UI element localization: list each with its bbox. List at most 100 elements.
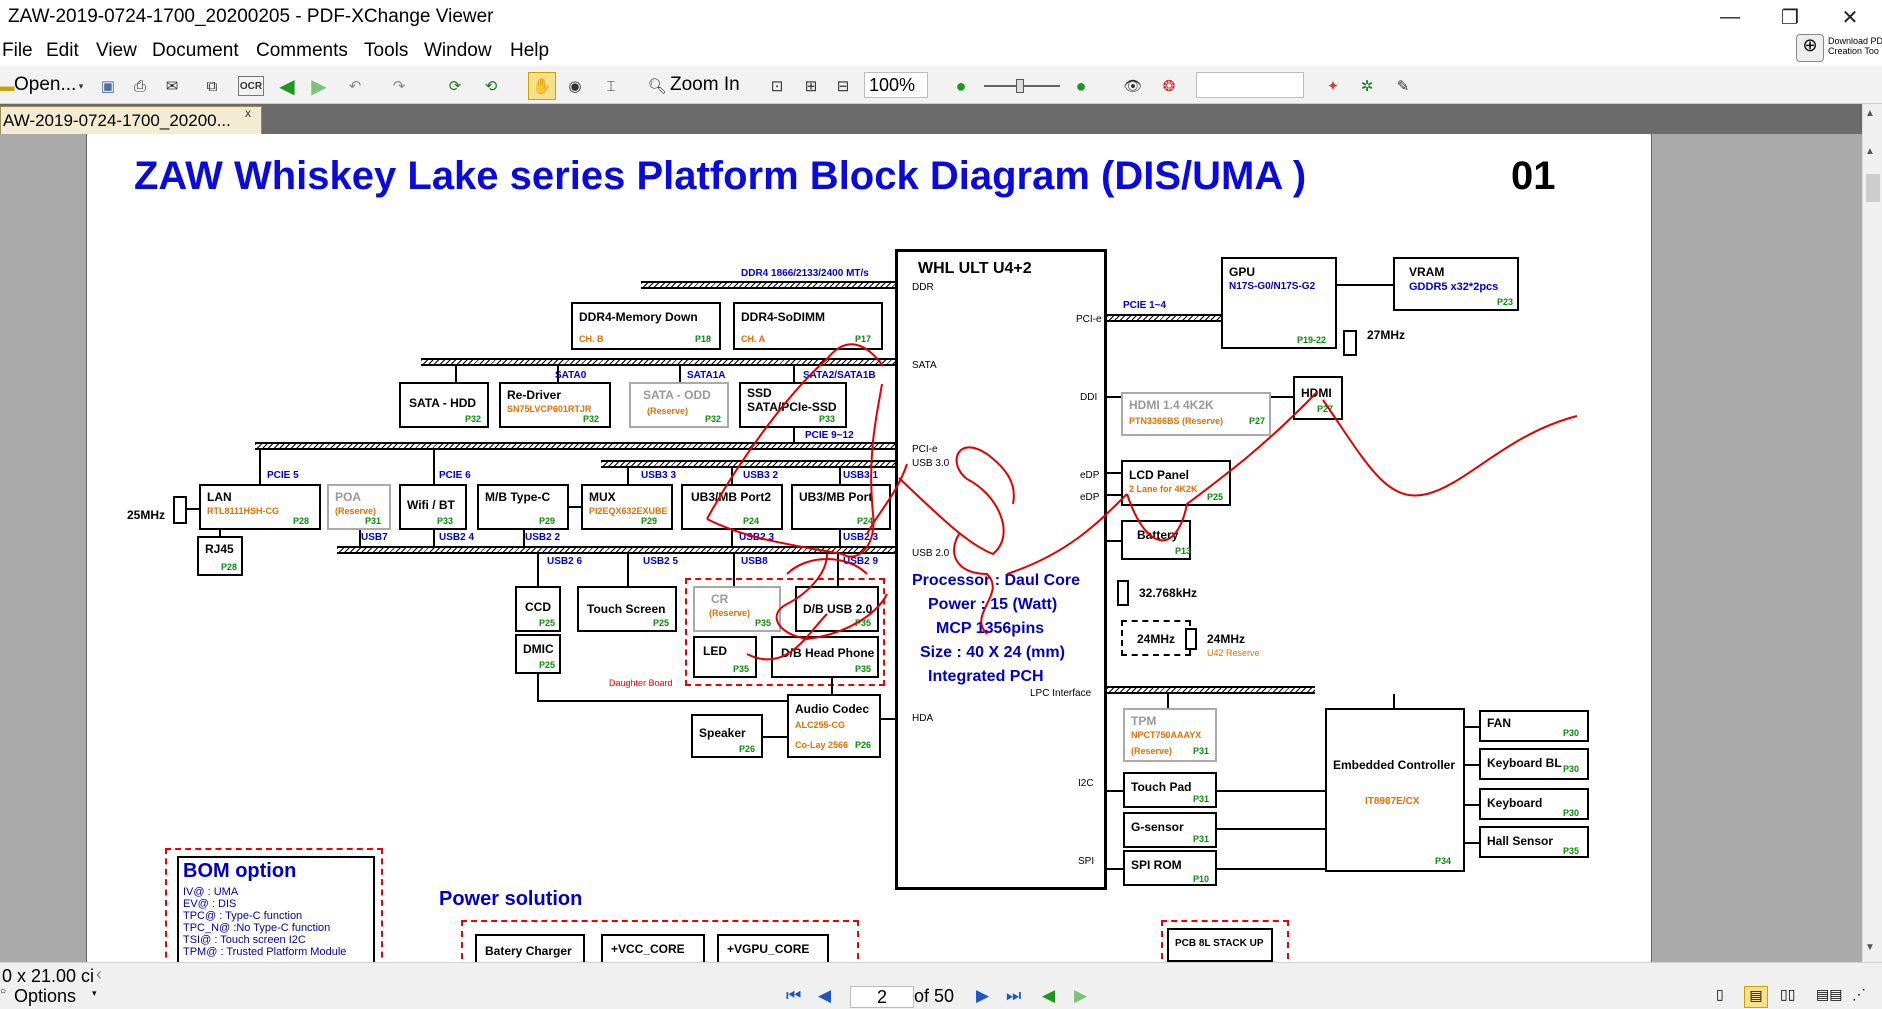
print-icon[interactable]: ⎙ (133, 77, 146, 95)
tab-close-button[interactable]: x (245, 106, 251, 120)
block-redriver: Re-Driver SN75LVCP601RTJR P32 (499, 382, 611, 428)
page-number-input[interactable]: 2 (850, 986, 914, 1008)
select-text-icon[interactable]: ⌶ (606, 77, 616, 95)
refresh-icon[interactable]: ⟲ (484, 78, 498, 95)
menu-file[interactable]: File (2, 40, 33, 61)
close-window-button[interactable]: ✕ (1820, 0, 1880, 34)
open-dropdown-icon[interactable]: ▾ (78, 80, 84, 91)
ocr-button[interactable]: OCR (238, 76, 264, 96)
forward-icon[interactable]: ▶ (311, 75, 327, 98)
bus-label-usb3-1: USB3 1 (843, 470, 879, 481)
options-dropdown-icon[interactable]: ▾ (92, 988, 97, 998)
block-keyboard-bl: Keyboard BL P30 (1479, 748, 1589, 780)
bus-label-usb23: USB2 3 (739, 532, 775, 543)
line-ssd (793, 366, 795, 382)
open-folder-icon[interactable]: ▬ (0, 77, 15, 95)
vertical-scrollbar[interactable]: ▲ ▲ ▼ (1862, 104, 1882, 966)
back-icon[interactable]: ◀ (279, 75, 295, 98)
bus-label-usb2-3b: USB2 3 (843, 532, 879, 543)
single-page-icon[interactable]: ▯ (1716, 986, 1724, 1002)
redo-icon[interactable]: ↷ (392, 78, 406, 95)
download-creation-icon[interactable]: ⊕ (1796, 34, 1824, 62)
zoom-out-icon[interactable]: ● (955, 75, 967, 96)
find-input[interactable] (1196, 72, 1304, 98)
block-ec-name: Embedded Controller (1333, 758, 1456, 772)
scan-icon[interactable]: ⧉ (206, 77, 218, 95)
fit-page-icon[interactable]: ⊞ (804, 78, 818, 95)
block-db-headphone-page: P35 (855, 664, 872, 674)
facing-page-icon[interactable]: ▯▯ (1780, 986, 1796, 1002)
restore-button[interactable]: ❐ (1760, 0, 1820, 34)
block-hdmi: HDMI P27 (1293, 376, 1343, 420)
fit-width-icon[interactable]: ⊟ (836, 78, 850, 95)
prev-page-icon[interactable]: ◀ (818, 986, 832, 1005)
menu-comments[interactable]: Comments (256, 40, 348, 61)
zoom-slider-thumb[interactable] (1016, 79, 1024, 93)
menu-window[interactable]: Window (424, 40, 492, 61)
resize-grip-icon[interactable]: ⋰ (1852, 986, 1866, 1002)
undo-icon[interactable]: ↶ (348, 78, 362, 95)
bom-line-1: IV@ : UMA (183, 886, 239, 898)
download-creation-label[interactable]: Download PD Creation Too (1828, 36, 1882, 56)
save-icon[interactable]: ▣ (100, 78, 116, 95)
menu-tools[interactable]: Tools (364, 40, 409, 61)
search-options-icon[interactable]: ✲ (1360, 78, 1374, 95)
zoom-plus-icon[interactable]: ● (1075, 75, 1087, 96)
customize-icon[interactable]: ✎ (1396, 78, 1410, 95)
main-toolbar: ▬ Open... ▾ ▣ ⎙ ✉ ⧉ OCR ◀ ▶ ↶ ↷ ⟳ ⟲ ✋ ◉ … (0, 66, 1882, 104)
block-mux: MUX PI2EQX632EXUBE P29 (581, 484, 673, 530)
find-tool-icon[interactable]: ✦ (1326, 78, 1340, 95)
stamp-icon[interactable]: ❂ (1162, 78, 1176, 95)
menu-edit[interactable]: Edit (46, 40, 79, 61)
actual-size-icon[interactable]: ⊡ (770, 78, 784, 95)
block-gpu-sub: N17S-G0/N17S-G2 (1229, 281, 1316, 292)
block-dmic: DMIC P25 (515, 634, 561, 674)
comment-tools-icon[interactable]: 👁︎ (1123, 78, 1143, 95)
menu-document[interactable]: Document (152, 40, 239, 61)
menu-help[interactable]: Help (510, 40, 550, 61)
continuous-page-icon[interactable]: ▤ (1744, 986, 1768, 1008)
first-page-icon[interactable]: ⏮ (786, 986, 802, 1005)
rotate-icon[interactable]: ⟳ (448, 78, 462, 95)
scroll-up-icon[interactable]: ▲ (1865, 108, 1875, 119)
bus-label-pcie14: PCIE 1~4 (1123, 300, 1167, 311)
title-bar: ZAW-2019-0724-1700_20200205 - PDF-XChang… (0, 0, 1882, 34)
options-icon[interactable]: ○ (0, 986, 7, 997)
continuous-facing-icon[interactable]: ▤▤ (1816, 986, 1843, 1002)
scroll-up-icon-2[interactable]: ▲ (1865, 146, 1875, 157)
next-page-icon[interactable]: ▶ (976, 986, 990, 1005)
block-mux-page: P29 (641, 516, 658, 526)
zoom-value-input[interactable]: 100% (864, 72, 928, 98)
navigation-bar: ○ Options ▾ ⏮ ◀ 2 of 50 ▶ ⏭ ◀ ▶ ▯ ▤ ▯▯ ▤… (0, 986, 1882, 1009)
nav-forward-icon[interactable]: ▶ (1074, 986, 1088, 1005)
minimize-button[interactable]: — (1700, 0, 1760, 34)
block-led-page: P35 (733, 664, 750, 674)
options-button[interactable]: Options (14, 986, 77, 1006)
snapshot-icon[interactable]: ◉ (568, 78, 582, 95)
open-button[interactable]: Open... (14, 74, 77, 95)
page-total-label: of 50 (914, 986, 955, 1006)
block-audio-codec-sub: ALC255-CG (795, 720, 846, 730)
line-sata-hdd (455, 366, 457, 382)
block-sata-hdd-name: SATA - HDD (409, 396, 477, 410)
zoom-in-icon[interactable]: 🔍︎ (647, 78, 667, 95)
block-speaker-page: P26 (739, 744, 756, 754)
last-page-icon[interactable]: ⏭ (1006, 986, 1022, 1005)
scroll-down-icon[interactable]: ▼ (1865, 942, 1875, 953)
block-fan-page: P30 (1563, 728, 1580, 738)
hscroll-left-icon[interactable]: ‹ (96, 964, 102, 984)
block-hall-sensor-page: P35 (1563, 846, 1580, 856)
nav-back-icon[interactable]: ◀ (1042, 986, 1056, 1005)
menu-view[interactable]: View (96, 40, 137, 61)
zoom-in-button[interactable]: Zoom In (670, 74, 740, 95)
block-vram-sub: GDDR5 x32*2pcs (1409, 281, 1499, 293)
document-tab[interactable]: AW-2019-0724-1700_20200... x (0, 106, 262, 134)
email-icon[interactable]: ✉ (165, 78, 179, 95)
line-ec-lpc (1393, 694, 1395, 708)
hand-tool-icon[interactable]: ✋ (528, 72, 556, 100)
scroll-thumb[interactable] (1866, 174, 1880, 202)
xtal-27mhz-symbol (1343, 330, 1357, 356)
block-ddr4-sodimm-page: P17 (855, 334, 872, 344)
bus-label-pcie912: PCIE 9~12 (805, 430, 854, 441)
bus-label-usb29: USB2 9 (843, 556, 879, 567)
